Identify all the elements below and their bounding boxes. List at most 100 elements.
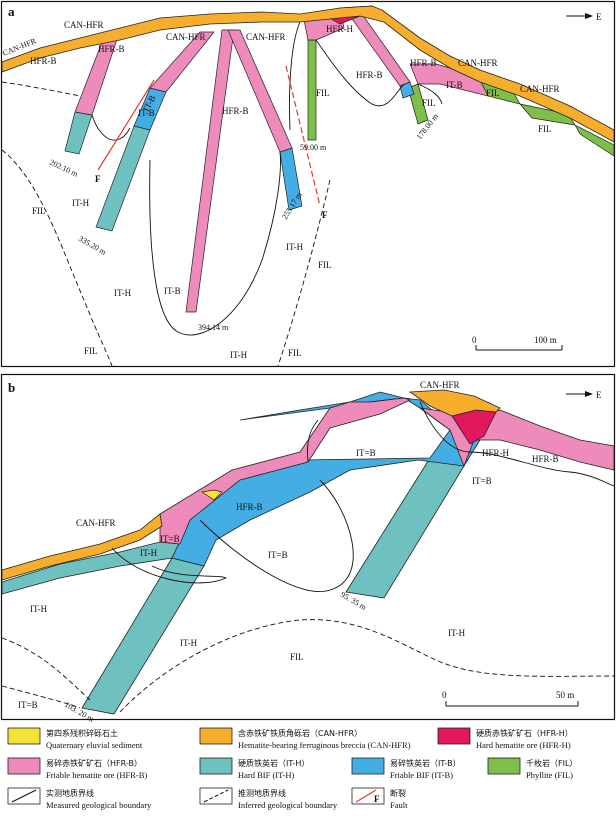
unit-label: CAN-HFR — [76, 518, 116, 528]
unit-label: CAN-HFR — [458, 58, 498, 68]
unit-label: FIL — [84, 346, 98, 356]
measured-boundary — [307, 419, 319, 463]
legend: 第四系残积碎砾石土 Quaternary eluvial sediment 含赤… — [7, 727, 577, 810]
legend-swatch-it-b — [351, 757, 385, 775]
panel-a-letter: a — [8, 4, 15, 19]
unit-label: HFR-H — [482, 448, 510, 458]
unit-label: IT=B — [356, 448, 376, 458]
unit-label: IT-H — [140, 548, 158, 558]
unit-label: IT=B — [18, 700, 38, 710]
unit-label: CAN-HFR — [420, 380, 460, 390]
ferruginous-breccia-surface — [408, 389, 501, 417]
unit-label: FIL — [32, 206, 46, 216]
faults — [97, 65, 321, 207]
legend-label: Inferred geological boundary — [238, 800, 338, 810]
unit-label: IT-H — [72, 198, 90, 208]
borehole-depth: 59.00 m — [300, 143, 327, 152]
scale-zero: 0 — [472, 335, 477, 345]
inferred-boundary — [119, 619, 615, 713]
bif-columns — [64, 81, 415, 232]
unit-label: HFR-B — [30, 56, 57, 66]
unit-label: CAN-HFR — [64, 20, 104, 30]
panel-a-scale-bar: 0 100 m — [472, 335, 563, 351]
fault-label: F — [322, 210, 328, 220]
friable-hematite-units — [74, 9, 489, 313]
fault-label: F — [95, 174, 101, 184]
legend-label: 硬质铁英岩（IT-H） — [238, 758, 309, 768]
panel-b-scale-bar: 0 50 m — [442, 690, 579, 707]
inferred-boundaries — [1, 619, 615, 713]
panel-b: b E — [0, 373, 616, 724]
legend-label: 第四系残积碎砾石土 — [46, 728, 118, 738]
legend-label: Hard BIF (IT-H) — [238, 770, 295, 780]
measured-boundary — [199, 479, 354, 592]
unit-label: IT-H — [180, 638, 198, 648]
unit-label: IT=B — [268, 550, 288, 560]
unit-label: IT-B — [164, 286, 181, 296]
scale-max: 100 m — [534, 335, 557, 345]
unit-label: IT-H — [30, 604, 48, 614]
hfr-b-unit — [409, 63, 489, 97]
hfr-b-column — [227, 29, 293, 153]
inferred-boundaries — [1, 81, 331, 367]
legend-label: Measured geological boundary — [46, 800, 152, 810]
unit-label: FIL — [288, 348, 302, 358]
unit-label: FIL — [538, 124, 552, 134]
unit-label: FIL — [318, 260, 332, 270]
legend-label: 千枚岩（FIL） — [526, 758, 577, 768]
legend-label: Quaternary eluvial sediment — [46, 740, 143, 750]
legend-label: Hematite-bearing ferruginous breccia (CA… — [238, 740, 411, 750]
legend-label: Friable BIF (IT-B) — [390, 770, 453, 780]
hfr-b-column — [149, 31, 215, 93]
phyllite-unit — [307, 39, 317, 141]
east-label: E — [596, 12, 602, 22]
unit-label: IT-H — [448, 628, 466, 638]
unit-label: HFR-B — [236, 502, 263, 512]
legend-swatch-fil — [487, 757, 521, 775]
hfr-b-belt — [159, 397, 412, 545]
phyllite-unit — [574, 124, 615, 157]
unit-label: IT-H — [286, 242, 304, 252]
measured-boundary — [289, 21, 301, 131]
unit-label: HFR-B — [410, 58, 437, 68]
legend-swatch-quaternary — [7, 727, 41, 745]
unit-label: FIL — [486, 88, 500, 98]
unit-label: HFR-B — [532, 454, 559, 464]
measured-boundary — [111, 547, 227, 584]
measured-boundary — [417, 83, 443, 105]
legend-label: Phyllite (FIL) — [526, 770, 573, 780]
inferred-boundary — [1, 149, 113, 367]
fault-line — [285, 65, 321, 207]
measured-boundary — [91, 114, 131, 141]
fault-line — [97, 79, 155, 171]
unit-label: CAN-HFR — [520, 84, 560, 94]
unit-label: FIL — [422, 98, 436, 108]
legend-swatch-hfr-b — [7, 757, 41, 775]
unit-label: FIL — [290, 652, 304, 662]
quaternary-sediment — [201, 489, 223, 501]
legend-swatch-it-h — [199, 757, 233, 775]
measured-boundaries — [111, 401, 615, 592]
unit-label: FIL — [316, 88, 330, 98]
legend-label: 含赤铁矿铁质角砾岩（CAN-HFR） — [238, 728, 362, 738]
scale-zero: 0 — [442, 690, 447, 700]
unit-label: IT-B — [446, 80, 463, 90]
unit-label: IT-B — [138, 108, 155, 118]
measured-boundary — [419, 401, 615, 487]
east-label: E — [596, 390, 602, 400]
unit-label: HFR-B — [356, 70, 383, 80]
legend-label: 推测地质界线 — [238, 788, 286, 798]
unit-label: IT-H — [230, 350, 248, 360]
inferred-boundary — [1, 637, 91, 701]
borehole-depth: 394.14 m — [198, 323, 229, 332]
measured-boundaries — [91, 21, 443, 336]
unit-label: CAN-HFR — [166, 32, 206, 42]
inferred-boundary — [1, 81, 81, 97]
ferruginous-breccia-surface — [1, 513, 163, 581]
legend-label: 实测地质界线 — [46, 788, 94, 798]
unit-label: CAN-HFR — [246, 32, 286, 42]
legend-label: Hard hematite ore (HFR-H) — [476, 740, 571, 750]
legend-label: 易碎铁英岩（IT-B） — [390, 758, 461, 768]
unit-label: HFR-B — [98, 44, 125, 54]
